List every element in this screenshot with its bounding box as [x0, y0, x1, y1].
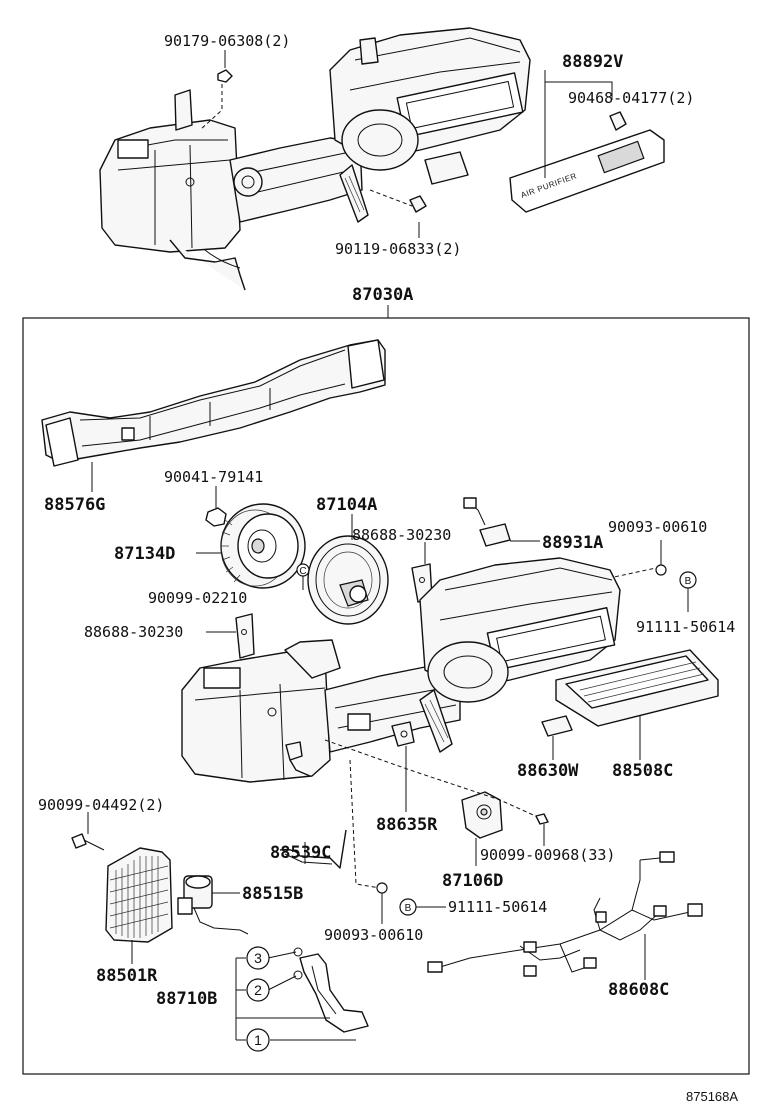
label-88608C: 88608C — [608, 980, 669, 1000]
part-88630W — [541, 715, 573, 737]
label-88892V: 88892V — [562, 52, 623, 72]
dash-lower-left — [349, 759, 381, 889]
label-88630W: 88630W — [517, 761, 579, 781]
nut-90093-lower — [376, 882, 388, 894]
nut-90041 — [205, 507, 227, 527]
evaporator-88501R — [105, 847, 173, 943]
label-88635R: 88635R — [376, 815, 438, 835]
bolt-B-lower-mark: B — [405, 903, 412, 914]
fan-wheel-87134D — [220, 503, 306, 589]
label-90041-79141: 90041-79141 — [164, 468, 263, 486]
clip-C-top-mark: C — [299, 566, 306, 577]
num-circle-2 — [246, 978, 270, 1002]
leader-n2 — [267, 975, 297, 991]
label-88508C: 88508C — [612, 761, 673, 781]
label-88501R: 88501R — [96, 966, 158, 986]
label-88576G: 88576G — [44, 495, 105, 515]
wire-harness-88608C — [427, 851, 703, 977]
num-circle-3 — [246, 946, 270, 970]
bracket-88710B — [235, 957, 246, 1041]
leader-88892V — [544, 70, 613, 178]
label-87030A: 87030A — [352, 285, 413, 305]
dash-lower-right — [324, 739, 541, 819]
num-circle-1 — [246, 1028, 270, 1052]
label-90119-06833: 90119-06833(2) — [335, 240, 461, 258]
screw-90099-04492 — [71, 833, 105, 851]
actuator-87106D — [461, 791, 503, 839]
label-88539C: 88539C — [270, 843, 331, 863]
label-87104A: 87104A — [316, 495, 377, 515]
label-91111-50614-b: 91111-50614 — [448, 898, 547, 916]
label-88931A: 88931A — [542, 533, 603, 553]
actuator-88635R — [391, 721, 415, 747]
dash-upper-right — [539, 567, 657, 595]
piping-88710B — [293, 947, 369, 1033]
label-87106D: 87106D — [442, 871, 503, 891]
duct-88576G — [41, 339, 386, 467]
label-88688-30230-b: 88688-30230 — [84, 623, 183, 641]
label-90093-00610-b: 90093-00610 — [324, 926, 423, 944]
main-heater-unit — [181, 557, 621, 783]
label-90099-02210: 90099-02210 — [148, 589, 247, 607]
label-90099-04492: 90099-04492(2) — [38, 796, 164, 814]
label-90179-06308: 90179-06308(2) — [164, 32, 290, 50]
blower-motor-87104A — [307, 535, 389, 625]
hose-88539C — [279, 829, 347, 869]
nut-90093-upper — [655, 564, 667, 576]
clip-90468 — [609, 111, 627, 131]
sensor-88931A — [463, 497, 511, 547]
bracket-88688-lower — [235, 613, 255, 659]
valve-88515B — [177, 875, 249, 935]
num-2: 2 — [254, 982, 262, 998]
label-90099-00968: 90099-00968(33) — [480, 846, 615, 864]
label-88515B: 88515B — [242, 884, 303, 904]
filter-tray-88508C — [555, 649, 719, 727]
num-3: 3 — [254, 950, 262, 966]
top-unit-assembly — [99, 27, 531, 291]
label-87134D: 87134D — [114, 544, 175, 564]
label-91111-50614-a: 91111-50614 — [636, 618, 735, 636]
leader-n3 — [267, 951, 297, 959]
label-88688-30230-a: 88688-30230 — [352, 526, 451, 544]
bolt-B-upper-mark: B — [685, 576, 692, 587]
air-purifier-filter: AIR PURIFIER — [509, 129, 665, 213]
label-reference-code: 875168A — [686, 1089, 738, 1104]
assembly-87030A-frame — [22, 317, 750, 1075]
label-90468-04177: 90468-04177(2) — [568, 89, 694, 107]
label-90093-00610-a: 90093-00610 — [608, 518, 707, 536]
num-1: 1 — [254, 1032, 262, 1048]
label-88710B: 88710B — [156, 989, 217, 1009]
screw-90099-00968 — [535, 813, 549, 825]
